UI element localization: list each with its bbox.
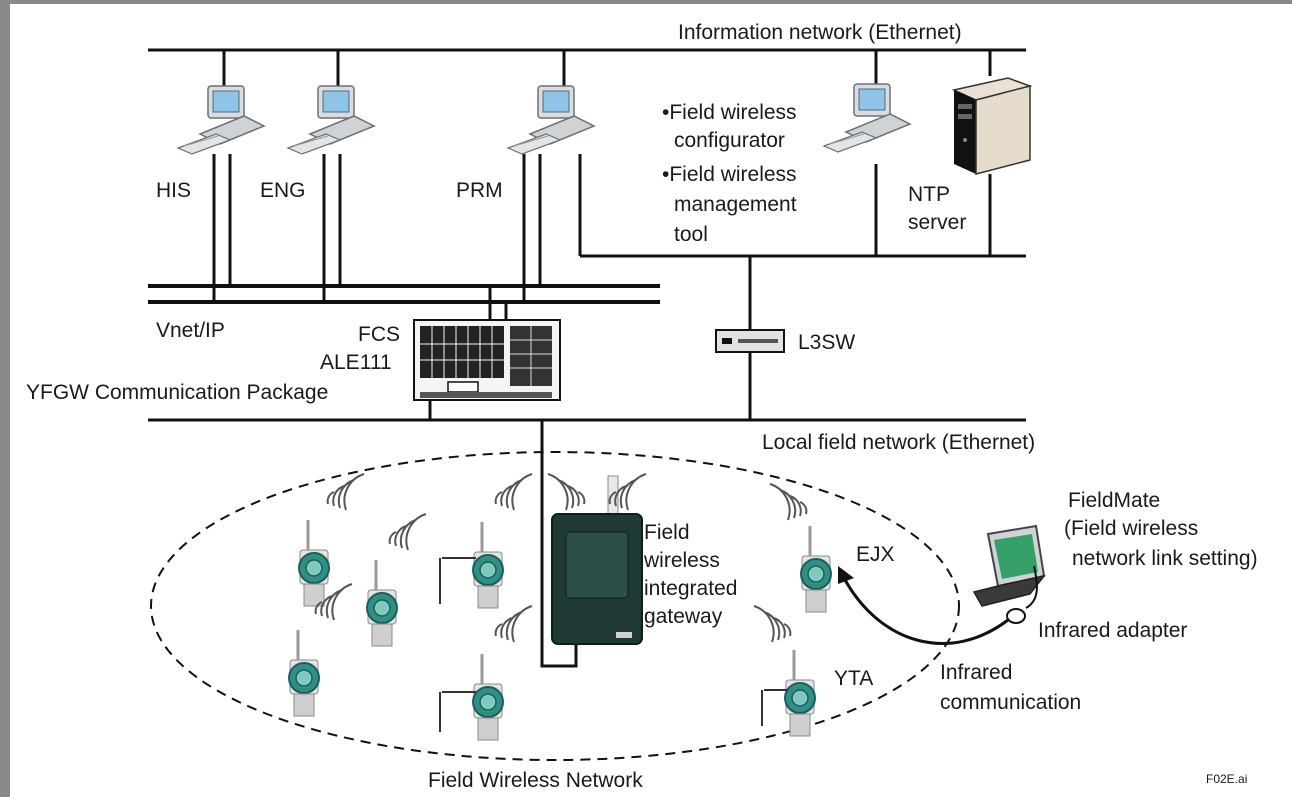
ntp-label-line1: NTP (908, 183, 950, 206)
fieldmate-label-line2: (Field wireless (1064, 517, 1199, 540)
transmitter-icon-3 (287, 628, 321, 718)
wireless-gateway-icon (551, 475, 643, 645)
local-field-network-label: Local field network (Ethernet) (762, 431, 1036, 454)
transmitter-icon-4 (471, 520, 505, 610)
his-label: HIS (156, 179, 192, 202)
gateway-label-line4: gateway (644, 605, 723, 628)
infrared-communication-arrow (842, 577, 1009, 645)
fcs-controller-icon (413, 319, 561, 401)
prm-label: PRM (456, 179, 503, 202)
his-workstation-icon (177, 85, 265, 155)
diagram-canvas: Information network (Ethernet) HIS ENG P… (10, 4, 1292, 797)
infrared-adapter-label: Infrared adapter (1038, 619, 1188, 642)
prm-workstation-icon (507, 85, 595, 155)
field-wireless-network-boundary (150, 451, 960, 761)
infrared-adapter-icon (1006, 608, 1026, 624)
transmitter-icon-1 (297, 518, 331, 608)
infrared-comm-label-line2: communication (940, 691, 1082, 714)
gateway-label-line1: Field (644, 521, 690, 544)
l3sw-label: L3SW (798, 331, 856, 354)
field-wireless-network-label: Field Wireless Network (428, 769, 643, 792)
ntp-label-line2: server (908, 211, 967, 234)
infrared-comm-label-line1: Infrared (940, 661, 1013, 684)
transmitter-icon-2 (365, 558, 399, 648)
information-network-label: Information network (Ethernet) (678, 21, 962, 44)
gateway-label-line3: integrated (644, 577, 738, 600)
yta-transmitter-icon (783, 648, 817, 738)
ejx-label: EJX (856, 543, 895, 566)
fieldmate-label-line1: FieldMate (1068, 489, 1161, 512)
config-bullet1-line2: configurator (674, 129, 785, 152)
eng-workstation-icon (287, 85, 375, 155)
ale111-label: ALE111 (320, 351, 392, 374)
eng-label: ENG (260, 179, 306, 202)
ntp-server-icon (951, 77, 1033, 175)
network-diagram (148, 48, 1046, 761)
fieldmate-label-line3: network link setting) (1072, 547, 1258, 570)
config-bullet2-line3: tool (674, 223, 708, 246)
gateway-label-line2: wireless (644, 549, 720, 572)
ejx-transmitter-icon (799, 524, 833, 614)
config-workstation-icon (823, 83, 911, 153)
config-bullet2-line1: •Field wireless (662, 163, 797, 186)
yfgw-package-label: YFGW Communication Package (26, 381, 329, 404)
figure-id-label: F02E.ai (1206, 772, 1248, 786)
yta-label: YTA (834, 667, 874, 690)
config-bullet1-line1: •Field wireless (662, 101, 797, 124)
vnet-label: Vnet/IP (156, 319, 225, 342)
transmitter-icon-5 (471, 652, 505, 742)
fieldmate-laptop-icon (972, 524, 1046, 607)
l3-switch-icon (715, 329, 785, 353)
config-bullet2-line2: management (674, 193, 797, 216)
fcs-label: FCS (358, 323, 400, 346)
